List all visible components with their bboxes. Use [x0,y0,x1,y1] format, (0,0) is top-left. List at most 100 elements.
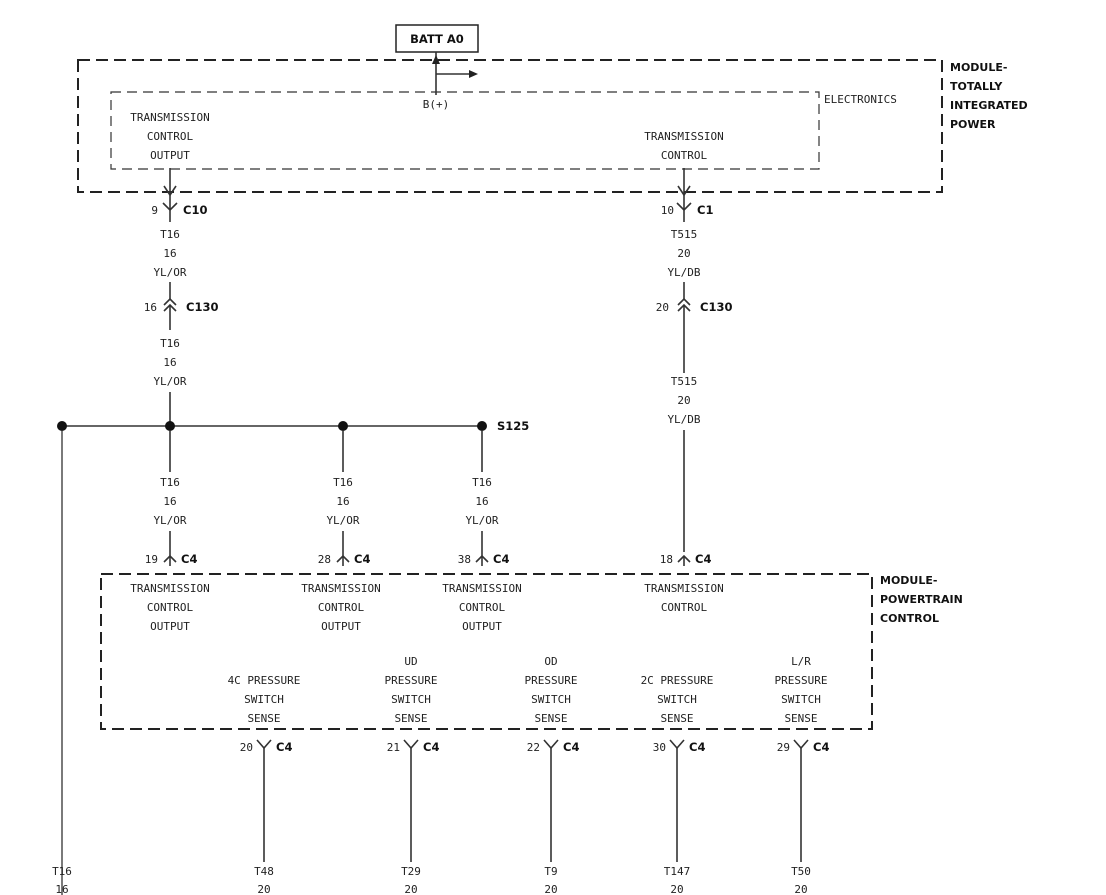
svg-text:C4: C4 [423,740,439,754]
svg-text:YL/DB: YL/DB [667,413,700,426]
svg-text:POWER: POWER [950,118,996,131]
svg-text:T50: T50 [791,865,811,878]
svg-text:C4: C4 [276,740,292,754]
wire-label-t515-upper: T515 20 YL/DB [667,228,700,279]
wire-label-t16-drop2: T16 16 YL/OR [326,476,359,527]
svg-text:T515: T515 [671,228,698,241]
svg-text:16: 16 [163,356,176,369]
wire-label-t16-upper: T16 16 YL/OR [153,228,186,279]
svg-text:SENSE: SENSE [660,712,693,725]
svg-text:T16: T16 [160,228,180,241]
pcm-sense-lr: L/R PRESSURE SWITCH SENSE [775,655,828,725]
svg-text:20: 20 [544,883,557,895]
svg-text:T147: T147 [664,865,691,878]
bplus-label: B(+) [423,98,450,111]
svg-text:28: 28 [318,553,331,566]
svg-text:T515: T515 [671,375,698,388]
svg-text:C4: C4 [354,552,370,566]
svg-text:OUTPUT: OUTPUT [462,620,502,633]
svg-text:YL/OR: YL/OR [153,266,186,279]
svg-text:SENSE: SENSE [784,712,817,725]
svg-text:38: 38 [458,553,471,566]
splice-s125: S125 [57,419,529,433]
connector-c4-30: 30 C4 [653,739,705,862]
svg-text:OUTPUT: OUTPUT [150,620,190,633]
svg-text:YL/DB: YL/DB [667,266,700,279]
svg-text:16: 16 [163,495,176,508]
svg-text:SWITCH: SWITCH [657,693,697,706]
svg-text:18: 18 [660,553,673,566]
svg-text:T9: T9 [544,865,557,878]
svg-text:CONTROL: CONTROL [318,601,365,614]
svg-text:CONTROL: CONTROL [147,130,194,143]
connector-c4-28: 28 C4 [318,552,371,566]
svg-text:CONTROL: CONTROL [661,149,708,162]
connector-c4-38: 38 C4 [458,552,510,566]
battery-source: BATT A0 [395,24,479,53]
connector-c4-29: 29 C4 [777,739,829,862]
wire-label-t515-lower: T515 20 YL/DB [667,375,700,426]
pcm-sense-4c: 4C PRESSURE SWITCH SENSE [228,674,301,725]
svg-text:20: 20 [656,301,669,314]
svg-text:SWITCH: SWITCH [244,693,284,706]
wire-label-bottom-t50: T50 20 [791,865,811,895]
svg-text:MODULE-: MODULE- [880,574,937,587]
svg-text:TRANSMISSION: TRANSMISSION [442,582,521,595]
svg-text:TRANSMISSION: TRANSMISSION [644,582,723,595]
tipm-title: MODULE- TOTALLY INTEGRATED POWER [950,61,1028,131]
wire-label-bottom-t16: T16 16 [52,865,72,895]
svg-text:16: 16 [144,301,157,314]
svg-text:10: 10 [661,204,674,217]
svg-text:T29: T29 [401,865,421,878]
connector-c4-22: 22 C4 [527,739,579,862]
wire-label-bottom-t29: T29 20 [401,865,421,895]
svg-text:POWERTRAIN: POWERTRAIN [880,593,963,606]
wire-label-bottom-t147: T147 20 [664,865,691,895]
svg-text:PRESSURE: PRESSURE [525,674,578,687]
svg-text:TOTALLY: TOTALLY [950,80,1003,93]
svg-text:TRANSMISSION: TRANSMISSION [644,130,723,143]
svg-text:T16: T16 [333,476,353,489]
svg-text:C10: C10 [183,203,207,217]
svg-text:20: 20 [404,883,417,895]
svg-text:C4: C4 [181,552,197,566]
svg-text:SWITCH: SWITCH [391,693,431,706]
tipm-tc-output-label: TRANSMISSION CONTROL OUTPUT [130,111,209,162]
svg-text:SENSE: SENSE [394,712,427,725]
pcm-sense-ud: UD PRESSURE SWITCH SENSE [385,655,438,725]
svg-text:PRESSURE: PRESSURE [385,674,438,687]
svg-text:SWITCH: SWITCH [781,693,821,706]
splice-label: S125 [497,419,529,433]
connector-c130-right: 20 C130 [656,297,732,373]
svg-text:9: 9 [151,204,158,217]
svg-text:20: 20 [677,247,690,260]
svg-text:UD: UD [404,655,417,668]
svg-text:INTEGRATED: INTEGRATED [950,99,1028,112]
svg-text:20: 20 [257,883,270,895]
connector-c10: 9 C10 [151,196,207,222]
svg-text:C4: C4 [813,740,829,754]
svg-text:C130: C130 [700,300,732,314]
svg-text:CONTROL: CONTROL [661,601,708,614]
svg-text:CONTROL: CONTROL [459,601,506,614]
wire-label-bottom-t48: T48 20 [254,865,274,895]
pcm-module-box [100,573,873,730]
svg-text:C1: C1 [697,203,713,217]
svg-text:20: 20 [670,883,683,895]
svg-text:19: 19 [145,553,158,566]
svg-text:20: 20 [794,883,807,895]
pcm-output-3: TRANSMISSION CONTROL OUTPUT [442,582,521,633]
svg-text:T48: T48 [254,865,274,878]
svg-text:TRANSMISSION: TRANSMISSION [301,582,380,595]
svg-text:PRESSURE: PRESSURE [775,674,828,687]
pcm-output-4: TRANSMISSION CONTROL [644,582,723,614]
svg-text:30: 30 [653,741,666,754]
connector-c4-21: 21 C4 [387,739,439,862]
pcm-output-2: TRANSMISSION CONTROL OUTPUT [301,582,380,633]
connector-c4-18: 18 C4 [660,552,711,566]
svg-text:2C PRESSURE: 2C PRESSURE [641,674,714,687]
wire-label-t16-drop3: T16 16 YL/OR [465,476,498,527]
connector-c130-left: 16 C130 [144,297,218,330]
svg-text:C4: C4 [689,740,705,754]
svg-text:T16: T16 [472,476,492,489]
